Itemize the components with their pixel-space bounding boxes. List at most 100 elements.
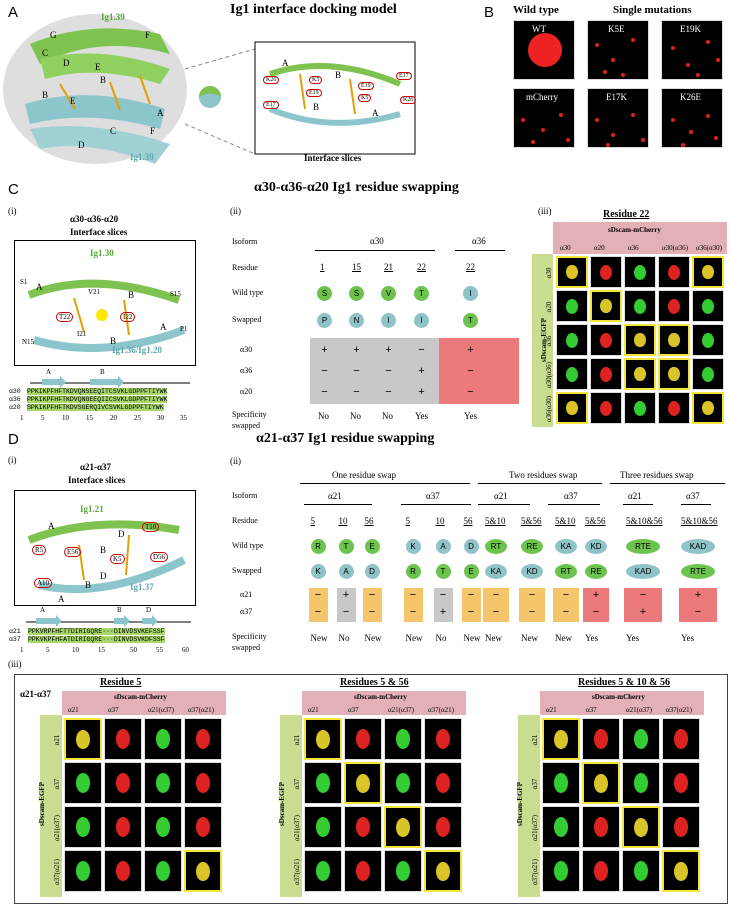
swapped-circle: D bbox=[364, 564, 380, 579]
c-row-label: α36 bbox=[240, 366, 253, 375]
cell-a37: − bbox=[461, 605, 481, 622]
d-iii-label: (iii) bbox=[8, 659, 22, 669]
wild-type-circle: R bbox=[310, 539, 326, 554]
c-row-label: Residue bbox=[232, 263, 258, 272]
seq-row: SPKIKPFHFTKDVSGERQIVCSVKLGDPPFTIYWK bbox=[27, 404, 164, 411]
specificity: New bbox=[405, 633, 423, 643]
d-i-res: R5 bbox=[32, 545, 47, 555]
d-i-label: (i) bbox=[8, 455, 17, 465]
micrograph-tile bbox=[590, 290, 622, 322]
strand-a: A bbox=[157, 108, 164, 118]
c-i-res: I21 bbox=[77, 330, 87, 338]
wild-type-circle: S bbox=[349, 286, 364, 301]
c-i-subtitle2: Interface slices bbox=[70, 227, 128, 237]
c-i-strand-arrows bbox=[30, 376, 190, 388]
strand-c: C bbox=[42, 48, 49, 58]
d-i-res: K5 bbox=[110, 554, 125, 564]
panel-a-label: A bbox=[8, 4, 19, 21]
specificity: New bbox=[364, 633, 382, 643]
seq-tick: 20 bbox=[110, 414, 117, 422]
cell-a20: − bbox=[353, 386, 360, 398]
d-i-res: T10 bbox=[142, 522, 160, 532]
inset-res: K5 bbox=[309, 76, 323, 84]
d-residue: 5 bbox=[310, 516, 316, 526]
micrograph-tile bbox=[384, 850, 422, 892]
d-isoform: α21 bbox=[328, 491, 342, 501]
top-chain-label: Ig1.39 bbox=[101, 12, 125, 22]
seq-tick: 35 bbox=[180, 414, 187, 422]
swapped-circle: KA bbox=[485, 564, 507, 579]
cell-a21: − bbox=[308, 588, 328, 605]
micrograph-tile bbox=[582, 806, 620, 848]
d-i-strand-arrows bbox=[26, 615, 191, 627]
wild-type-circle: V bbox=[381, 286, 396, 301]
c-row-label: Wild type bbox=[232, 288, 264, 297]
panel-d-title: α21-α37 Ig1 residue swapping bbox=[256, 431, 435, 446]
grid-col-label: α36 bbox=[628, 244, 639, 252]
c-i-strand: A bbox=[36, 282, 43, 292]
micrograph-tile bbox=[384, 718, 422, 760]
micrograph-tile bbox=[622, 718, 660, 760]
specificity: Yes bbox=[681, 633, 695, 643]
micrograph-tile bbox=[144, 806, 182, 848]
specificity: New bbox=[521, 633, 538, 643]
specificity: No bbox=[382, 411, 393, 421]
micrograph-tile bbox=[624, 392, 656, 424]
wild-type-circle: A bbox=[435, 539, 451, 554]
c-i-strand: B bbox=[128, 290, 135, 300]
d-i-strand: A bbox=[48, 521, 55, 531]
d-group-2: Two residues swap bbox=[509, 470, 578, 480]
d-isoform: α37 bbox=[564, 491, 578, 501]
d-i-res: E56 bbox=[64, 547, 82, 557]
seq-tick: 30 bbox=[157, 414, 164, 422]
specificity: No bbox=[350, 411, 361, 421]
micrograph-tile bbox=[658, 256, 690, 288]
grid-header: sDscam-mCherry bbox=[114, 693, 167, 701]
d-i-strand: D bbox=[118, 529, 125, 539]
inset-res: E17 bbox=[396, 72, 412, 80]
panel-b-label: B bbox=[484, 4, 495, 21]
specificity: New bbox=[555, 633, 572, 643]
micrograph-tile bbox=[658, 392, 690, 424]
micrograph-tile bbox=[556, 358, 588, 390]
d-i-seq-strand: D bbox=[146, 606, 152, 614]
grid-row-label: α21(α37) bbox=[531, 815, 539, 841]
specificity: Yes bbox=[415, 411, 429, 421]
cell-a37: + bbox=[624, 605, 662, 622]
cell-a21: − bbox=[483, 588, 509, 605]
swapped-circle: N bbox=[349, 313, 364, 328]
micrograph-tile bbox=[624, 358, 656, 390]
seq-tick: 5 bbox=[46, 646, 50, 654]
inset-res: K5 bbox=[358, 94, 372, 102]
micrograph-tile bbox=[184, 806, 222, 848]
panel-d-label: D bbox=[8, 431, 19, 448]
d-iii-frame bbox=[14, 674, 728, 904]
seq-tick: 25 bbox=[134, 414, 141, 422]
d-i-subtitle2: Interface slices bbox=[68, 475, 126, 485]
micrograph-tile bbox=[542, 718, 580, 760]
specificity: Yes bbox=[464, 411, 478, 421]
c-i-seq-strand: B bbox=[100, 368, 105, 376]
micrograph-tile bbox=[144, 850, 182, 892]
d-row-label: Residue bbox=[232, 516, 258, 525]
micrograph-tile bbox=[692, 392, 724, 424]
d-i-top-chain: Ig1.21 bbox=[80, 504, 104, 514]
d-residue: 56 bbox=[364, 516, 374, 526]
swapped-circle: A bbox=[338, 564, 354, 579]
c-residue-num: 21 bbox=[384, 262, 393, 272]
seq-row: PPKVRPFHFTTDIRIGQRE···DINVDSVKEFSSF bbox=[28, 628, 165, 635]
panel-c-label: C bbox=[8, 181, 19, 198]
seq-tick: 1 bbox=[20, 414, 24, 422]
strand-c2: C bbox=[110, 126, 117, 136]
micrograph-e17k: E17K bbox=[587, 88, 649, 148]
strand-f2: F bbox=[150, 126, 156, 136]
micrograph-tile bbox=[144, 718, 182, 760]
cell-a37: − bbox=[362, 605, 382, 622]
cell-a20: − bbox=[385, 386, 392, 398]
cell-a21: + bbox=[583, 588, 609, 605]
grid-col-label: α36(α30) bbox=[696, 244, 722, 252]
d-iii-pair: α21-α37 bbox=[20, 689, 52, 699]
inset-res: E19 bbox=[358, 82, 374, 90]
grid-row-label: α30(α36) bbox=[545, 362, 553, 388]
seq-row: PPKVKPFHFATDIRIGQRE···DINVDSVKDFSSF bbox=[28, 636, 165, 643]
